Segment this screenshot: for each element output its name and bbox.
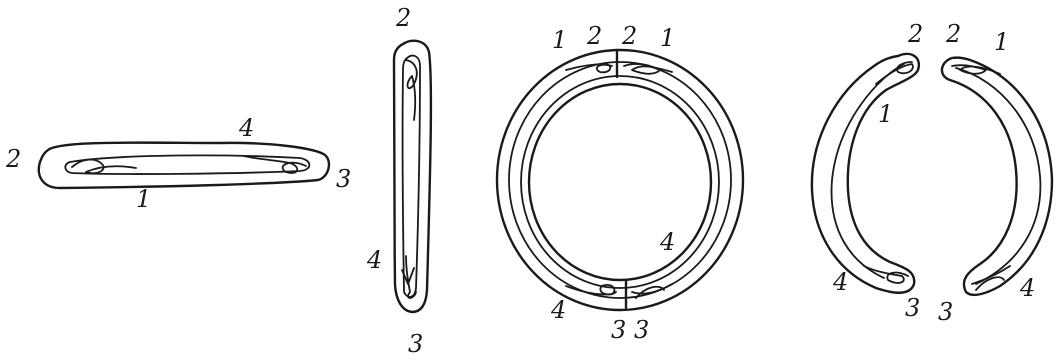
ring-loop-top-left bbox=[566, 64, 612, 72]
split-left-half-outline bbox=[812, 54, 919, 293]
vertical-label-top: 2 bbox=[395, 4, 411, 32]
ring-label-bottom-left: 3 bbox=[611, 316, 626, 344]
ring-label-bottom-right: 3 bbox=[634, 316, 649, 344]
vertical-label-bottom: 3 bbox=[408, 330, 423, 358]
split-left-loop-bottom bbox=[864, 266, 908, 283]
split-ring-figure: 2 2 1 1 4 3 3 4 bbox=[812, 20, 1052, 326]
split-right-loop-bottom bbox=[972, 266, 1010, 290]
split-label-bottom-left: 3 bbox=[905, 294, 920, 322]
strip-outline bbox=[39, 143, 329, 188]
split-label-bottom-right-far: 4 bbox=[1019, 274, 1035, 302]
closed-ring-figure: 1 2 2 1 4 4 3 3 bbox=[497, 22, 743, 344]
ring-outer-inner-line bbox=[509, 62, 731, 298]
split-label-top-left: 2 bbox=[907, 20, 923, 48]
ring-label-top-right: 2 bbox=[621, 22, 637, 50]
ring-label-right-lower: 4 bbox=[659, 228, 675, 256]
strip-label-right: 3 bbox=[336, 165, 351, 193]
ring-inner-outer-line bbox=[521, 76, 719, 288]
ring-label-top-far-right: 1 bbox=[660, 24, 675, 52]
strip-label-left: 2 bbox=[5, 145, 21, 173]
vertical-label-left: 4 bbox=[366, 246, 382, 274]
split-label-bottom-left-far: 4 bbox=[832, 268, 848, 296]
ring-label-bottom-left-far: 4 bbox=[550, 296, 566, 324]
vertical-loop-top bbox=[406, 60, 417, 120]
strip-label-top: 4 bbox=[238, 114, 254, 142]
flat-strip-figure: 2 4 1 3 bbox=[5, 114, 351, 213]
ring-label-top-left: 2 bbox=[586, 22, 602, 50]
split-left-loop-top bbox=[876, 62, 913, 84]
ring-inner-outline bbox=[529, 84, 711, 280]
ring-label-top-far-left: 1 bbox=[552, 26, 567, 54]
split-label-bottom-right: 3 bbox=[938, 298, 953, 326]
strip-loop-left bbox=[72, 159, 136, 173]
ring-outer-outline bbox=[497, 50, 743, 310]
split-label-top-right: 2 bbox=[945, 20, 961, 48]
split-label-top-far-right: 1 bbox=[994, 28, 1009, 56]
strip-label-bottom: 1 bbox=[136, 185, 151, 213]
split-right-half-outline bbox=[942, 58, 1052, 295]
split-right-half-inner-line bbox=[956, 68, 1040, 284]
vertical-strip-figure: 2 4 3 bbox=[366, 4, 431, 358]
split-label-inner-left: 1 bbox=[878, 100, 893, 128]
